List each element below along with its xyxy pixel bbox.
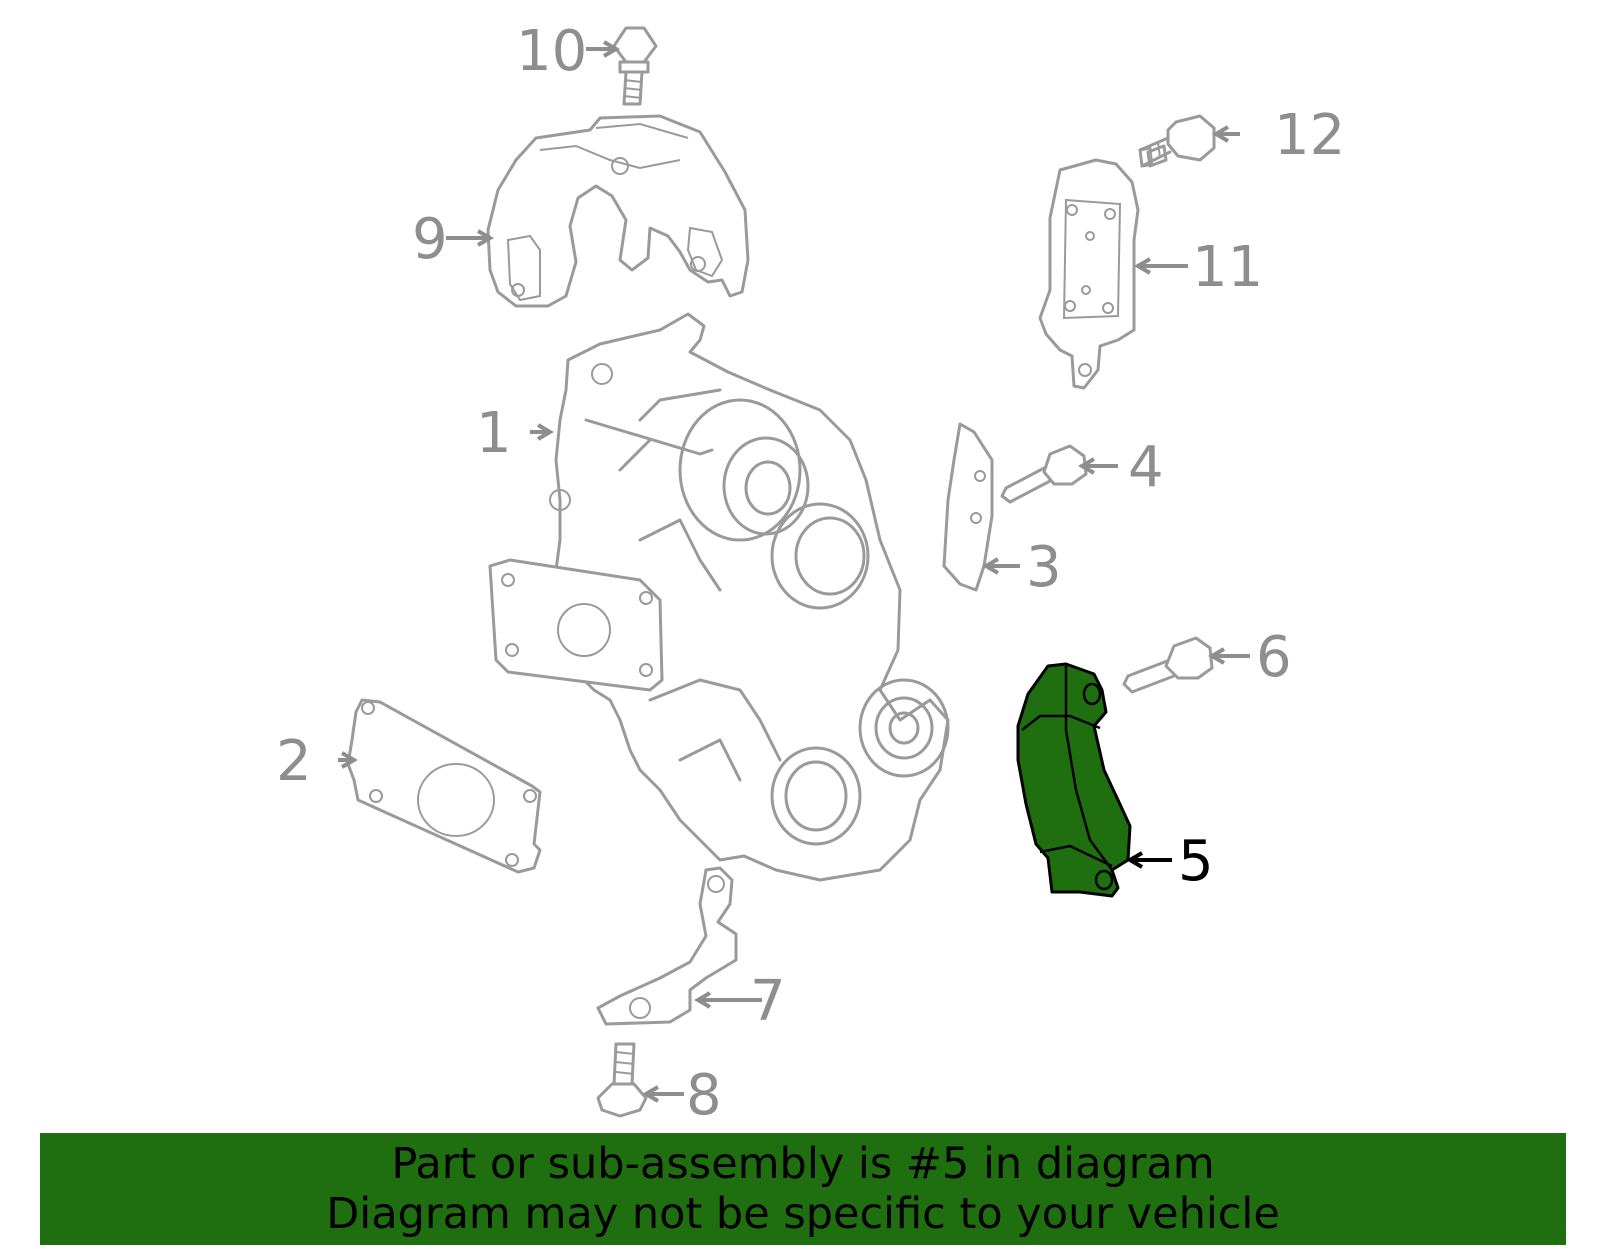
part-4-bolt <box>1000 444 1088 504</box>
part-6-bolt <box>1122 636 1214 694</box>
part-7-bracket <box>596 866 738 1026</box>
part-11-bracket <box>1038 158 1140 390</box>
callout-8: 8 <box>686 1063 722 1128</box>
part-10-bolt <box>612 26 658 106</box>
callout-4: 4 <box>1128 435 1164 500</box>
banner-line-2: Diagram may not be specific to your vehi… <box>326 1189 1280 1239</box>
part-3-plate <box>942 422 994 592</box>
info-banner: Part or sub-assembly is #5 in diagram Di… <box>40 1133 1566 1245</box>
part-5-bracket-highlighted <box>1016 662 1132 898</box>
callout-2: 2 <box>276 729 312 794</box>
callout-12: 12 <box>1274 103 1345 168</box>
part-1-turbocharger <box>488 312 950 882</box>
callout-7: 7 <box>750 969 786 1034</box>
part-9-heat-shield <box>486 114 750 308</box>
callout-arrows <box>338 40 1250 1103</box>
part-12-bolt <box>1138 114 1216 168</box>
part-2-gasket <box>346 698 542 874</box>
callout-5: 5 <box>1178 829 1214 894</box>
banner-line-1: Part or sub-assembly is #5 in diagram <box>391 1139 1215 1189</box>
callout-1: 1 <box>476 401 512 466</box>
callout-6: 6 <box>1256 625 1292 690</box>
callout-11: 11 <box>1192 235 1263 300</box>
callout-9: 9 <box>412 207 448 272</box>
part-8-bolt <box>596 1042 648 1118</box>
callout-10: 10 <box>516 19 587 84</box>
callout-3: 3 <box>1026 535 1062 600</box>
